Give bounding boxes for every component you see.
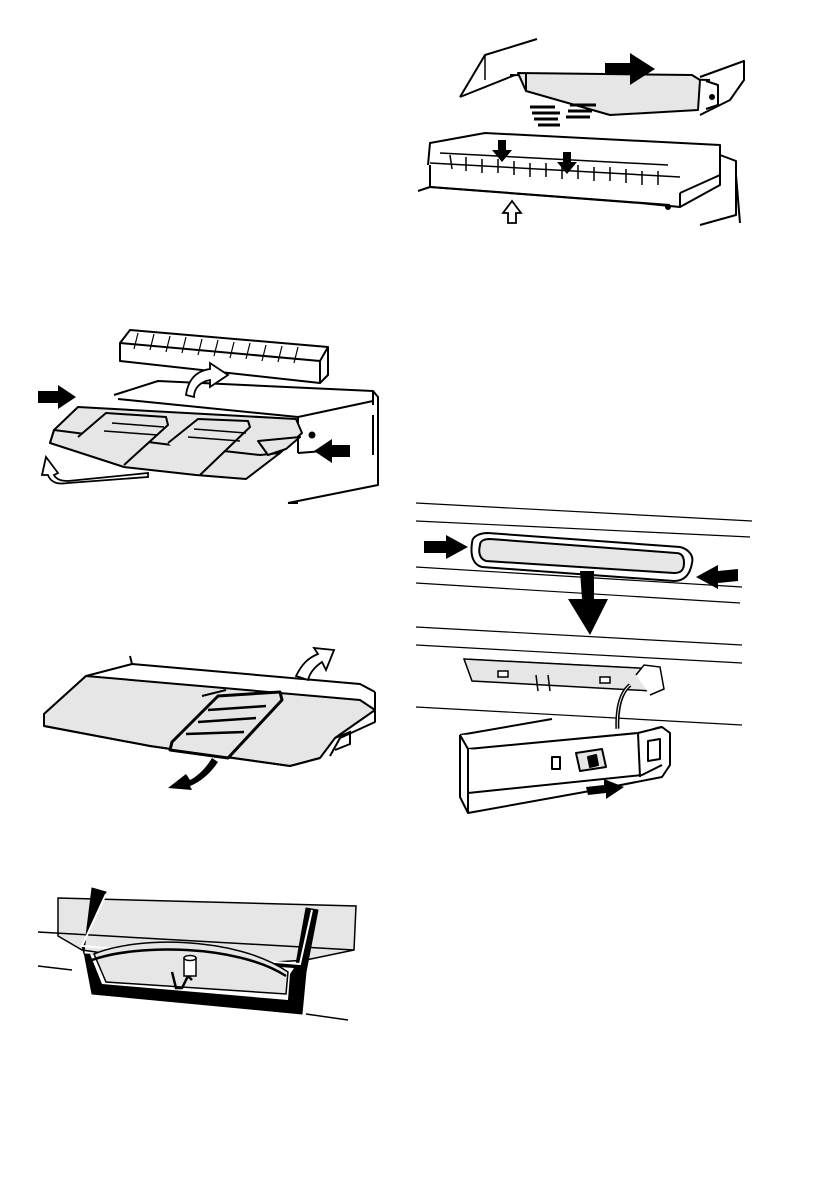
rear-cover-icon	[28, 325, 388, 515]
pull-down-arrow-icon	[568, 571, 608, 635]
figure-right-middle	[412, 495, 762, 825]
filter-tray-icon	[30, 640, 390, 800]
push-up-outline-arrow-icon	[503, 201, 521, 223]
filter-frame-icon	[36, 888, 356, 1033]
figure-left-middle	[28, 325, 388, 515]
pull-forward-arrow-icon	[168, 758, 218, 790]
grease-filter-icon	[400, 25, 770, 240]
filter-panel	[50, 407, 302, 479]
figure-left-lower	[30, 640, 390, 800]
figure-left-bottom	[36, 888, 356, 1033]
figure-top-right	[400, 25, 770, 240]
filter-lift-outline-arrow-icon	[296, 648, 334, 680]
lamp-cover-icon	[412, 495, 762, 825]
